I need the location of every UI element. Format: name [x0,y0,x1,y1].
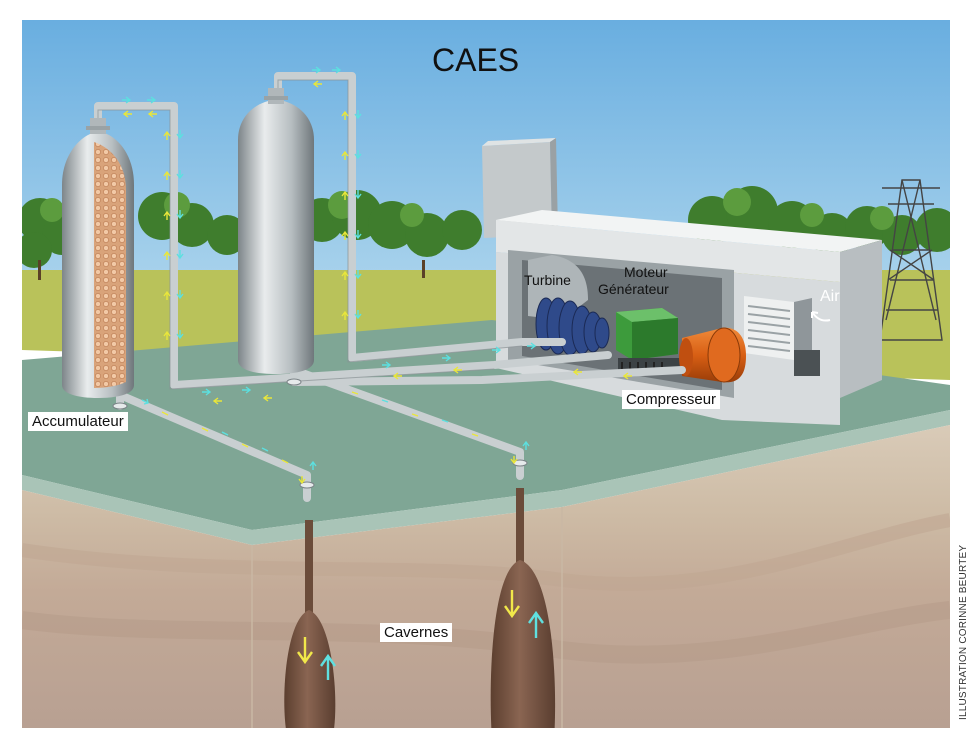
cavern-left [284,520,336,728]
caes-illustration [22,20,950,728]
air-intake-arrow [811,311,831,322]
label-turbine: Turbine [524,272,571,288]
cavern-right [490,488,556,728]
illustration-credit: ILLUSTRATION CORINNE BEURTEY [958,544,969,720]
accumulator-tank-right [238,88,314,374]
label-generateur: Générateur [598,281,669,297]
label-compresseur: Compresseur [622,390,721,409]
label-air: Air [820,288,840,305]
cavern-flow-arrows [297,590,544,680]
generator [616,308,678,360]
label-motor-generator: Moteur Générateur [598,264,669,298]
turbine [535,297,610,356]
pipe-flow-arrows [122,66,632,485]
label-accumulateur: Accumulateur [28,412,128,431]
power-pylon [879,179,943,341]
accumulator-tank-left [62,118,134,398]
label-cavernes: Cavernes [380,623,453,642]
diagram-frame [22,20,950,728]
diagram-title: CAES [432,42,520,78]
label-moteur: Moteur [624,264,668,280]
